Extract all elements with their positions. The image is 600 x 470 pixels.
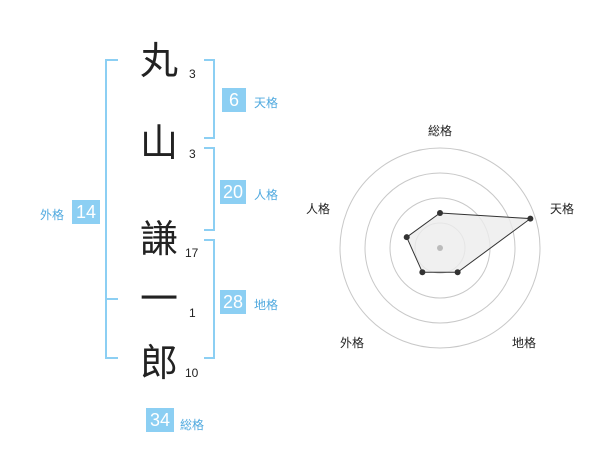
- radar-label-jinkaku: 人格: [306, 202, 331, 216]
- jinkaku-badge: 20: [220, 180, 246, 204]
- name-char-1: 丸: [140, 39, 179, 83]
- stroke-count-4: 1: [189, 306, 196, 320]
- radar-point-5: [403, 234, 410, 241]
- gaikaku-label: 外格: [40, 208, 65, 222]
- radar-center: [437, 245, 443, 251]
- gaikaku-bracket: [105, 59, 118, 359]
- stroke-count-1: 3: [189, 67, 196, 81]
- gaikaku-badge: 14: [72, 200, 100, 224]
- soukaku-badge: 34: [146, 408, 174, 432]
- chikaku-bracket: [204, 239, 215, 359]
- chikaku-label: 地格: [254, 298, 279, 312]
- stroke-count-5: 10: [185, 366, 199, 380]
- radar-point-2: [527, 215, 534, 222]
- tenkaku-badge: 6: [222, 88, 246, 112]
- jinkaku-label: 人格: [254, 188, 279, 202]
- tenkaku-label: 天格: [254, 96, 279, 110]
- radar-ring-4: [339, 147, 541, 349]
- jinkaku-bracket: [204, 147, 215, 231]
- radar-point-3: [454, 269, 461, 276]
- name-char-3: 謙: [140, 217, 179, 261]
- radar-label-soukaku: 総格: [428, 124, 453, 138]
- soukaku-label: 総格: [180, 418, 205, 432]
- radar-point-4: [419, 269, 426, 276]
- stroke-count-2: 3: [189, 147, 196, 161]
- name-char-2: 山: [140, 121, 179, 165]
- radar-label-gaikaku: 外格: [340, 336, 365, 350]
- radar-point-1: [437, 210, 443, 216]
- stroke-count-3: 17: [185, 246, 199, 260]
- radar-polygon: [406, 212, 532, 273]
- chikaku-badge: 28: [220, 290, 246, 314]
- tenkaku-bracket: [204, 59, 215, 139]
- radar-label-chikaku: 地格: [512, 336, 537, 350]
- name-char-4: 一: [140, 277, 179, 321]
- radar-chart: [339, 147, 541, 349]
- radar-ring-3: [364, 172, 516, 324]
- name-char-5: 郎: [140, 341, 179, 385]
- radar-label-tenkaku: 天格: [550, 202, 575, 216]
